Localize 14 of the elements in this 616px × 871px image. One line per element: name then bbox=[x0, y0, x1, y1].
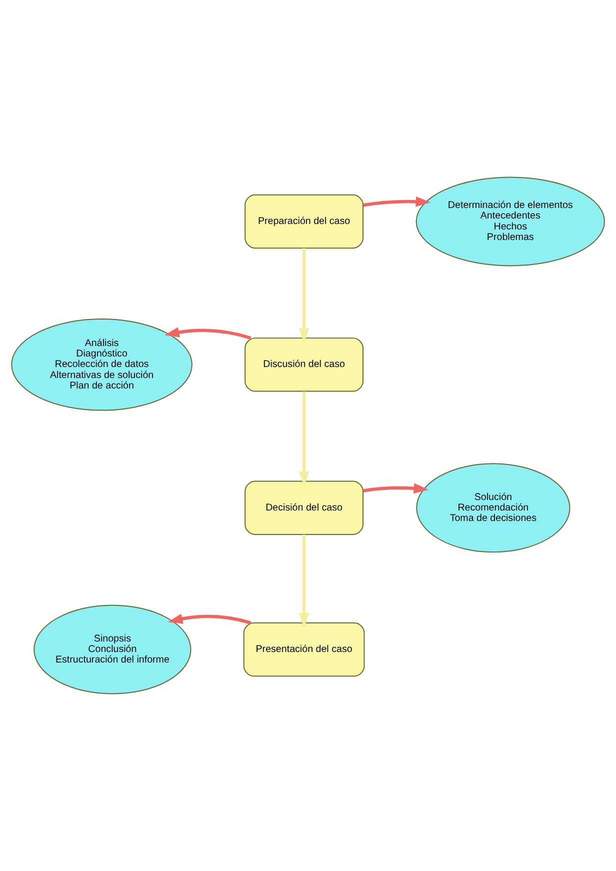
node-box: Discusión del caso bbox=[244, 338, 364, 392]
node-ellipse: Análisis Diagnóstico Recolección de datos Alternativas de solución Plan de acción bbox=[11, 318, 192, 411]
arrow bbox=[164, 327, 252, 340]
arrow bbox=[362, 483, 429, 494]
arrow bbox=[298, 391, 310, 486]
node-ellipse: Solución Recomendación Toma de decisiones bbox=[416, 463, 570, 553]
arrow bbox=[168, 614, 252, 624]
arrow bbox=[298, 248, 310, 343]
arrow bbox=[363, 196, 431, 207]
arrow bbox=[298, 534, 310, 628]
node-box: Decisión del caso bbox=[244, 480, 364, 535]
node-box: Preparación del caso bbox=[244, 194, 364, 249]
node-ellipse: Sinopsis Conclusión Estructuración del informe bbox=[34, 604, 192, 694]
node-box: Presentación del caso bbox=[243, 622, 365, 677]
